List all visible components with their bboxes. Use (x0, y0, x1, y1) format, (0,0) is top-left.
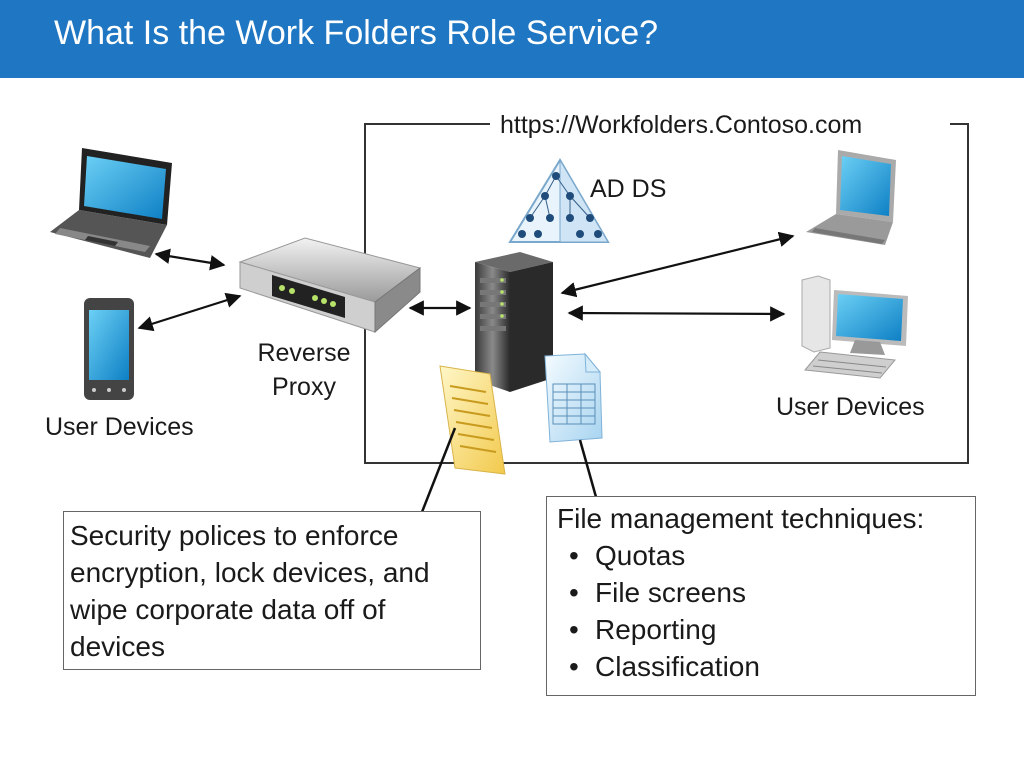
desktop-computer-icon (801, 275, 908, 379)
laptop-icon-left (50, 148, 172, 258)
list-item-classification: Classification (557, 648, 965, 685)
reverse-proxy-icon (238, 237, 422, 334)
file-management-list: Quotas File screens Reporting Classifica… (557, 537, 965, 685)
file-management-heading: File management techniques: (557, 503, 925, 534)
boundary-frame (364, 123, 969, 464)
list-item-file-screens: File screens (557, 574, 965, 611)
security-policies-note: Security polices to enforce encryption, … (63, 511, 481, 670)
list-item-quotas: Quotas (557, 537, 965, 574)
server-icon (475, 252, 553, 392)
title-bar: What Is the Work Folders Role Service? (0, 0, 1024, 78)
arrow-phone-proxy (137, 292, 242, 332)
list-item-reporting: Reporting (557, 611, 965, 648)
arrow-server-desktop (567, 305, 786, 322)
reverse-proxy-label: Reverse Proxy (257, 339, 351, 401)
page-title: What Is the Work Folders Role Service? (54, 14, 659, 52)
user-devices-left-label: User Devices (45, 413, 194, 441)
callout-line-security (420, 427, 457, 513)
ad-ds-pyramid-icon (508, 158, 610, 243)
ad-ds-label: AD DS (590, 175, 667, 203)
callout-line-file-management (578, 439, 598, 498)
connection-arrows (137, 231, 795, 332)
document-icon (439, 365, 506, 475)
phone-icon-left (84, 298, 134, 400)
laptop-icon-right (806, 150, 896, 245)
url-label: https://Workfolders.Contoso.com (500, 111, 863, 139)
arrow-laptop-proxy (154, 248, 226, 271)
spreadsheet-icon (544, 352, 603, 443)
user-devices-right-label: User Devices (776, 393, 925, 421)
file-management-note: File management techniques: Quotas File … (546, 496, 976, 696)
security-policies-text: Security polices to enforce encryption, … (70, 520, 430, 662)
arrow-server-laptop (560, 231, 795, 298)
